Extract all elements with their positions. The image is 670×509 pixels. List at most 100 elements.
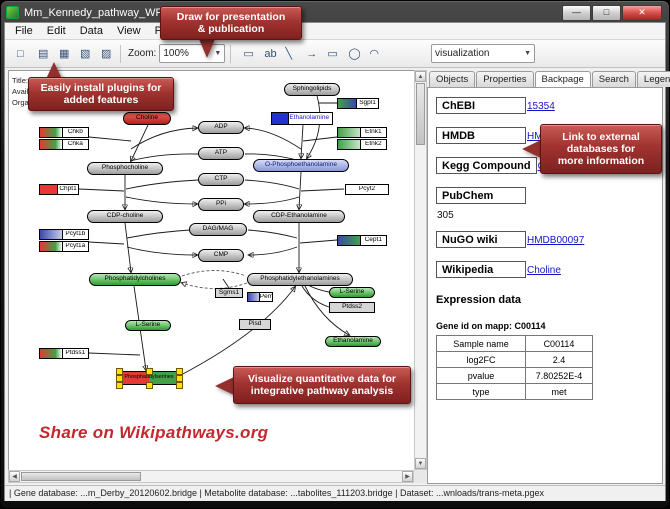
backpage-link-nugo-wiki[interactable]: HMDB00097 [527, 235, 585, 246]
side-panel-tabs: ObjectsPropertiesBackpageSearchLegend [427, 71, 670, 87]
selection-handle[interactable] [116, 368, 123, 375]
horizontal-scrollbar[interactable]: ◀ ▶ [8, 470, 414, 483]
tab-backpage[interactable]: Backpage [534, 71, 591, 87]
pathway-node-sgms1[interactable]: Sgms1 [215, 288, 243, 298]
node-label: Chka [67, 141, 83, 148]
tab-properties[interactable]: Properties [476, 71, 534, 87]
oval-tool[interactable]: ◯ [341, 44, 361, 63]
pathway-edges [78, 95, 415, 377]
vertical-scrollbar[interactable]: ▲ ▼ [414, 70, 427, 470]
pathway-node-etnk2[interactable]: Etnk2 [337, 139, 387, 150]
pathway-node-cdp-choline[interactable]: CDP-choline [87, 210, 163, 223]
pathway-node-o-phosphoethanolamine[interactable]: O-Phosphoethanolamine [253, 159, 349, 172]
pathway-node-ptdss2[interactable]: Ptdss2 [329, 302, 375, 313]
line-tool[interactable]: ╲ [278, 44, 298, 63]
node-label: Cept1 [364, 237, 382, 244]
pathway-node-ppi[interactable]: PPi [198, 198, 244, 211]
pathway-node-cdp-ethanolamine[interactable]: CDP-Ethanolamine [253, 210, 345, 223]
pathway-node-ptdss1[interactable]: Ptdss1 [39, 348, 89, 359]
menu-item-data[interactable]: Data [79, 25, 103, 37]
backpage-header-hmdb: HMDB [436, 127, 526, 144]
open-button[interactable]: ▤ [31, 44, 51, 63]
pathway-node-sphingolipids[interactable]: Sphingolipids [284, 83, 340, 96]
menu-item-file[interactable]: File [15, 25, 33, 37]
pathway-node-ctp[interactable]: CTP [198, 173, 244, 186]
pathway-node-choline[interactable]: Choline [123, 112, 171, 125]
pathway-node-phosphatidylcholines[interactable]: Phosphatidylcholines [89, 273, 181, 286]
label-tool[interactable]: ab [257, 44, 277, 63]
selection-handle[interactable] [146, 368, 153, 375]
toolbar-separator [120, 44, 121, 63]
select-tool[interactable]: ▭ [236, 44, 256, 63]
copy-button[interactable]: ▧ [73, 44, 93, 63]
pathway-node-sgpl1[interactable]: Sgpl1 [337, 98, 379, 109]
menu-item-view[interactable]: View [116, 25, 141, 37]
pathway-node-chkb[interactable]: Chkb [39, 127, 89, 138]
backpage-link-wikipedia[interactable]: Choline [527, 265, 561, 276]
tab-objects[interactable]: Objects [429, 71, 476, 87]
pathway-node-cept1[interactable]: Cept1 [337, 235, 387, 246]
vertical-scroll-thumb[interactable] [416, 83, 425, 145]
zoom-combobox[interactable]: 100% ▼ [159, 44, 226, 63]
callout-line: Visualize quantitative data for [247, 373, 396, 385]
file-buttons: □▤▦▧▨ [10, 44, 115, 63]
pathway-node-ethanolamine[interactable]: Ethanolamine [271, 112, 333, 125]
pathway-node-cmp[interactable]: CMP [198, 249, 244, 262]
arrow-tool[interactable]: → [299, 44, 319, 63]
pathway-node-l-serine[interactable]: L-Serine [329, 287, 375, 298]
pathway-node-pcyt1a[interactable]: Pcyt1a [39, 241, 89, 252]
pathway-node-adp[interactable]: ADP [198, 121, 244, 134]
scroll-down-icon[interactable]: ▼ [415, 458, 426, 469]
selection-handle[interactable] [116, 382, 123, 389]
rect-tool[interactable]: ▭ [320, 44, 340, 63]
selection-handle[interactable] [176, 375, 183, 382]
callout-line: Draw for presentation [176, 11, 286, 23]
pathway-node-l-serine[interactable]: L-Serine [125, 320, 171, 331]
node-label: Pcyt1a [65, 243, 86, 250]
paste-button[interactable]: ▨ [94, 44, 114, 63]
expression-color-strip [338, 128, 361, 137]
visualization-combobox[interactable]: visualization ▼ [431, 44, 535, 63]
callout-line: more information [557, 155, 645, 167]
scroll-left-icon[interactable]: ◀ [9, 471, 20, 482]
horizontal-scroll-thumb[interactable] [21, 472, 141, 481]
close-button[interactable]: ✕ [622, 5, 662, 21]
pathway-node-chpt1[interactable]: Chpt1 [39, 184, 79, 195]
selection-handle[interactable] [146, 382, 153, 389]
pathway-node-dag-mag[interactable]: DAG/MAG [189, 223, 247, 236]
pathway-node-chka[interactable]: Chka [39, 139, 89, 150]
menu-item-edit[interactable]: Edit [46, 25, 66, 37]
table-cell: pvalue [436, 367, 526, 384]
tab-search[interactable]: Search [591, 71, 636, 87]
minimize-button[interactable]: — [562, 5, 591, 21]
pathway-node-pisd[interactable]: Pisd [239, 319, 271, 330]
backpage-link-chebi[interactable]: 15354 [527, 101, 555, 112]
pathway-node-pcyt2[interactable]: Pcyt2 [345, 184, 389, 195]
maximize-button[interactable]: □ [592, 5, 621, 21]
scroll-right-icon[interactable]: ▶ [402, 471, 413, 482]
node-label: Etnk2 [364, 141, 382, 148]
pathway-node-etnk1[interactable]: Etnk1 [337, 127, 387, 138]
pathway-node-pemt[interactable]: Pemt [247, 292, 273, 302]
pathway-node-pcyt1b[interactable]: Pcyt1b [39, 229, 89, 240]
expression-color-strip [40, 349, 63, 358]
selection-handle[interactable] [176, 382, 183, 389]
tab-legend[interactable]: Legend [636, 71, 670, 87]
selection-handle[interactable] [176, 368, 183, 375]
pathway-node-phosphatidylethanolamines[interactable]: Phosphatidylethanolamines [247, 273, 353, 286]
toolbar: □▤▦▧▨ Zoom: 100% ▼ ▭ab╲→▭◯◠ visualizatio… [5, 40, 665, 68]
arc-tool[interactable]: ◠ [362, 44, 382, 63]
pathway-node-phosphocholine[interactable]: Phosphocholine [87, 162, 163, 175]
new-button[interactable]: □ [10, 44, 30, 63]
pathway-node-atp[interactable]: ATP [198, 147, 244, 160]
selection-handle[interactable] [116, 375, 123, 382]
pathway-node-ethanolamine[interactable]: Ethanolamine [325, 336, 381, 347]
save-button[interactable]: ▦ [52, 44, 72, 63]
scroll-up-icon[interactable]: ▲ [415, 71, 426, 82]
callout-line: added features [63, 94, 139, 106]
backpage-value-pubchem: 305 [437, 210, 454, 221]
